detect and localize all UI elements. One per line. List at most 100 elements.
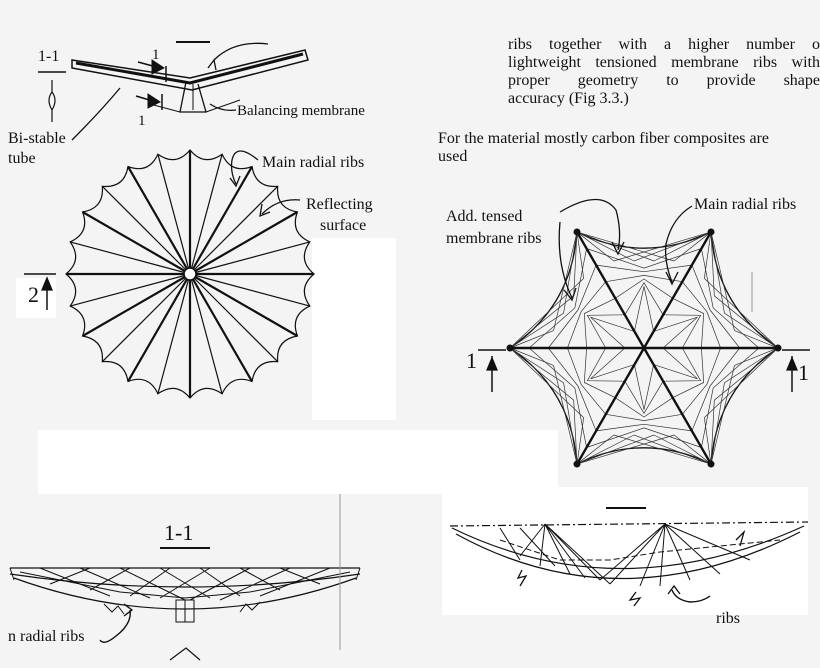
tension-line: [710, 365, 735, 465]
cut-label-1-top: 1: [152, 47, 160, 63]
tension-line: [553, 365, 578, 465]
rib-tip: [774, 344, 782, 352]
membrane-rib: [653, 347, 698, 380]
tension-line: [613, 231, 712, 262]
tension-line: [509, 347, 564, 384]
radial-rib: [189, 154, 223, 275]
radial-rib: [70, 241, 191, 275]
radial-rib: [189, 273, 279, 363]
bottom-left-section-drawing: [9, 494, 361, 661]
radial-rib: [157, 273, 191, 394]
section-label-top: 1-1: [38, 48, 60, 65]
radial-rib: [82, 211, 191, 275]
cut-label-1-right: 1: [798, 360, 809, 385]
tension-line: [703, 417, 712, 465]
membrane-rib: [596, 264, 692, 273]
tension-line: [563, 231, 578, 314]
tension-line: [509, 347, 574, 401]
membrane-rib: [682, 281, 721, 349]
paragraph-line-3: proper geometry to provide shape: [508, 72, 820, 89]
material-line-1: For the material mostly carbon fiber com…: [438, 130, 770, 147]
round-reflector-drawing: [65, 149, 315, 399]
tension-line: [509, 330, 554, 349]
membrane-rib: [672, 347, 705, 399]
tension-line: [576, 434, 655, 465]
radial-rib: [189, 166, 253, 275]
tension-line: [509, 295, 574, 349]
tension-line: [563, 382, 578, 465]
radial-rib: [127, 166, 191, 275]
membrane-rib: [586, 248, 702, 269]
membrane-rib: [528, 347, 587, 448]
tension-line: [653, 434, 712, 465]
hex-dish-leaders: [478, 198, 810, 392]
tension-line: [576, 231, 615, 262]
tension-line: [703, 231, 712, 279]
membrane-rib: [586, 347, 625, 382]
tension-line: [710, 231, 725, 314]
radial-rib: [189, 185, 279, 275]
tension-line: [714, 295, 779, 349]
scalloped-rim: [65, 149, 315, 399]
radial-rib: [189, 273, 223, 394]
radial-rib: [189, 273, 298, 337]
radial-rib: [189, 241, 310, 275]
membrane-rib: [548, 264, 597, 349]
membrane-rib: [615, 278, 673, 299]
tension-line: [509, 278, 584, 349]
membrane-rib: [624, 381, 664, 414]
membrane-rib: [634, 364, 654, 410]
tension-line: [704, 347, 779, 418]
radial-rib: [101, 273, 191, 363]
tension-line: [673, 434, 712, 465]
membrane-rib: [663, 314, 702, 349]
tension-line: [734, 330, 779, 349]
membrane-rib: [691, 347, 740, 432]
membrane-rib: [567, 347, 606, 415]
tension-line: [710, 231, 735, 331]
material-line-2: used: [438, 148, 468, 165]
membrane-rib: [663, 347, 702, 382]
tension-line: [509, 312, 564, 349]
membrane-rib: [624, 282, 664, 315]
tension-line: [573, 400, 578, 465]
main-radial-ribs-label-left: Main radial ribs: [262, 154, 365, 171]
main-radial-ribs-label-right: Main radial ribs: [694, 196, 797, 213]
body-paragraph: ribs together with a higher number o lig…: [508, 36, 820, 108]
section-label-bottom: 1-1: [164, 520, 194, 545]
reflecting-label-line1: Reflecting: [306, 196, 373, 213]
tension-line: [734, 347, 779, 366]
main-radial-rib: [575, 347, 646, 465]
bistable-label-line2: tube: [8, 150, 36, 167]
tension-line: [724, 347, 779, 384]
tension-line: [576, 434, 675, 465]
tension-line: [714, 347, 779, 401]
white-patch-mid: [312, 238, 396, 420]
membrane-rib: [583, 297, 616, 349]
left-dish-leaders: [24, 150, 301, 310]
tension-line: [710, 231, 715, 296]
paragraph-line-1: ribs together with a higher number o: [508, 36, 820, 53]
tension-line: [613, 434, 712, 465]
membrane-rib: [701, 347, 760, 448]
membrane-rib: [528, 248, 587, 349]
main-radial-rib: [642, 347, 713, 465]
cut-label-2: 2: [28, 282, 39, 307]
paragraph-line-4: accuracy (Fig 3.3.): [508, 90, 629, 107]
tension-line: [633, 231, 712, 262]
rib-tip: [707, 228, 715, 236]
tension-line: [653, 231, 712, 262]
membrane-rib: [682, 347, 721, 415]
radial-rib: [189, 273, 310, 307]
main-radial-rib: [642, 231, 713, 349]
membrane-rib: [672, 297, 705, 349]
membrane-rib: [634, 286, 654, 332]
membrane-rib: [586, 314, 625, 349]
tension-line: [509, 347, 554, 366]
membrane-rib: [548, 347, 597, 432]
tension-line: [576, 231, 635, 262]
membrane-rib: [615, 397, 673, 418]
tension-line: [710, 382, 725, 465]
add-tensed-label-line2: membrane ribs: [446, 230, 542, 247]
